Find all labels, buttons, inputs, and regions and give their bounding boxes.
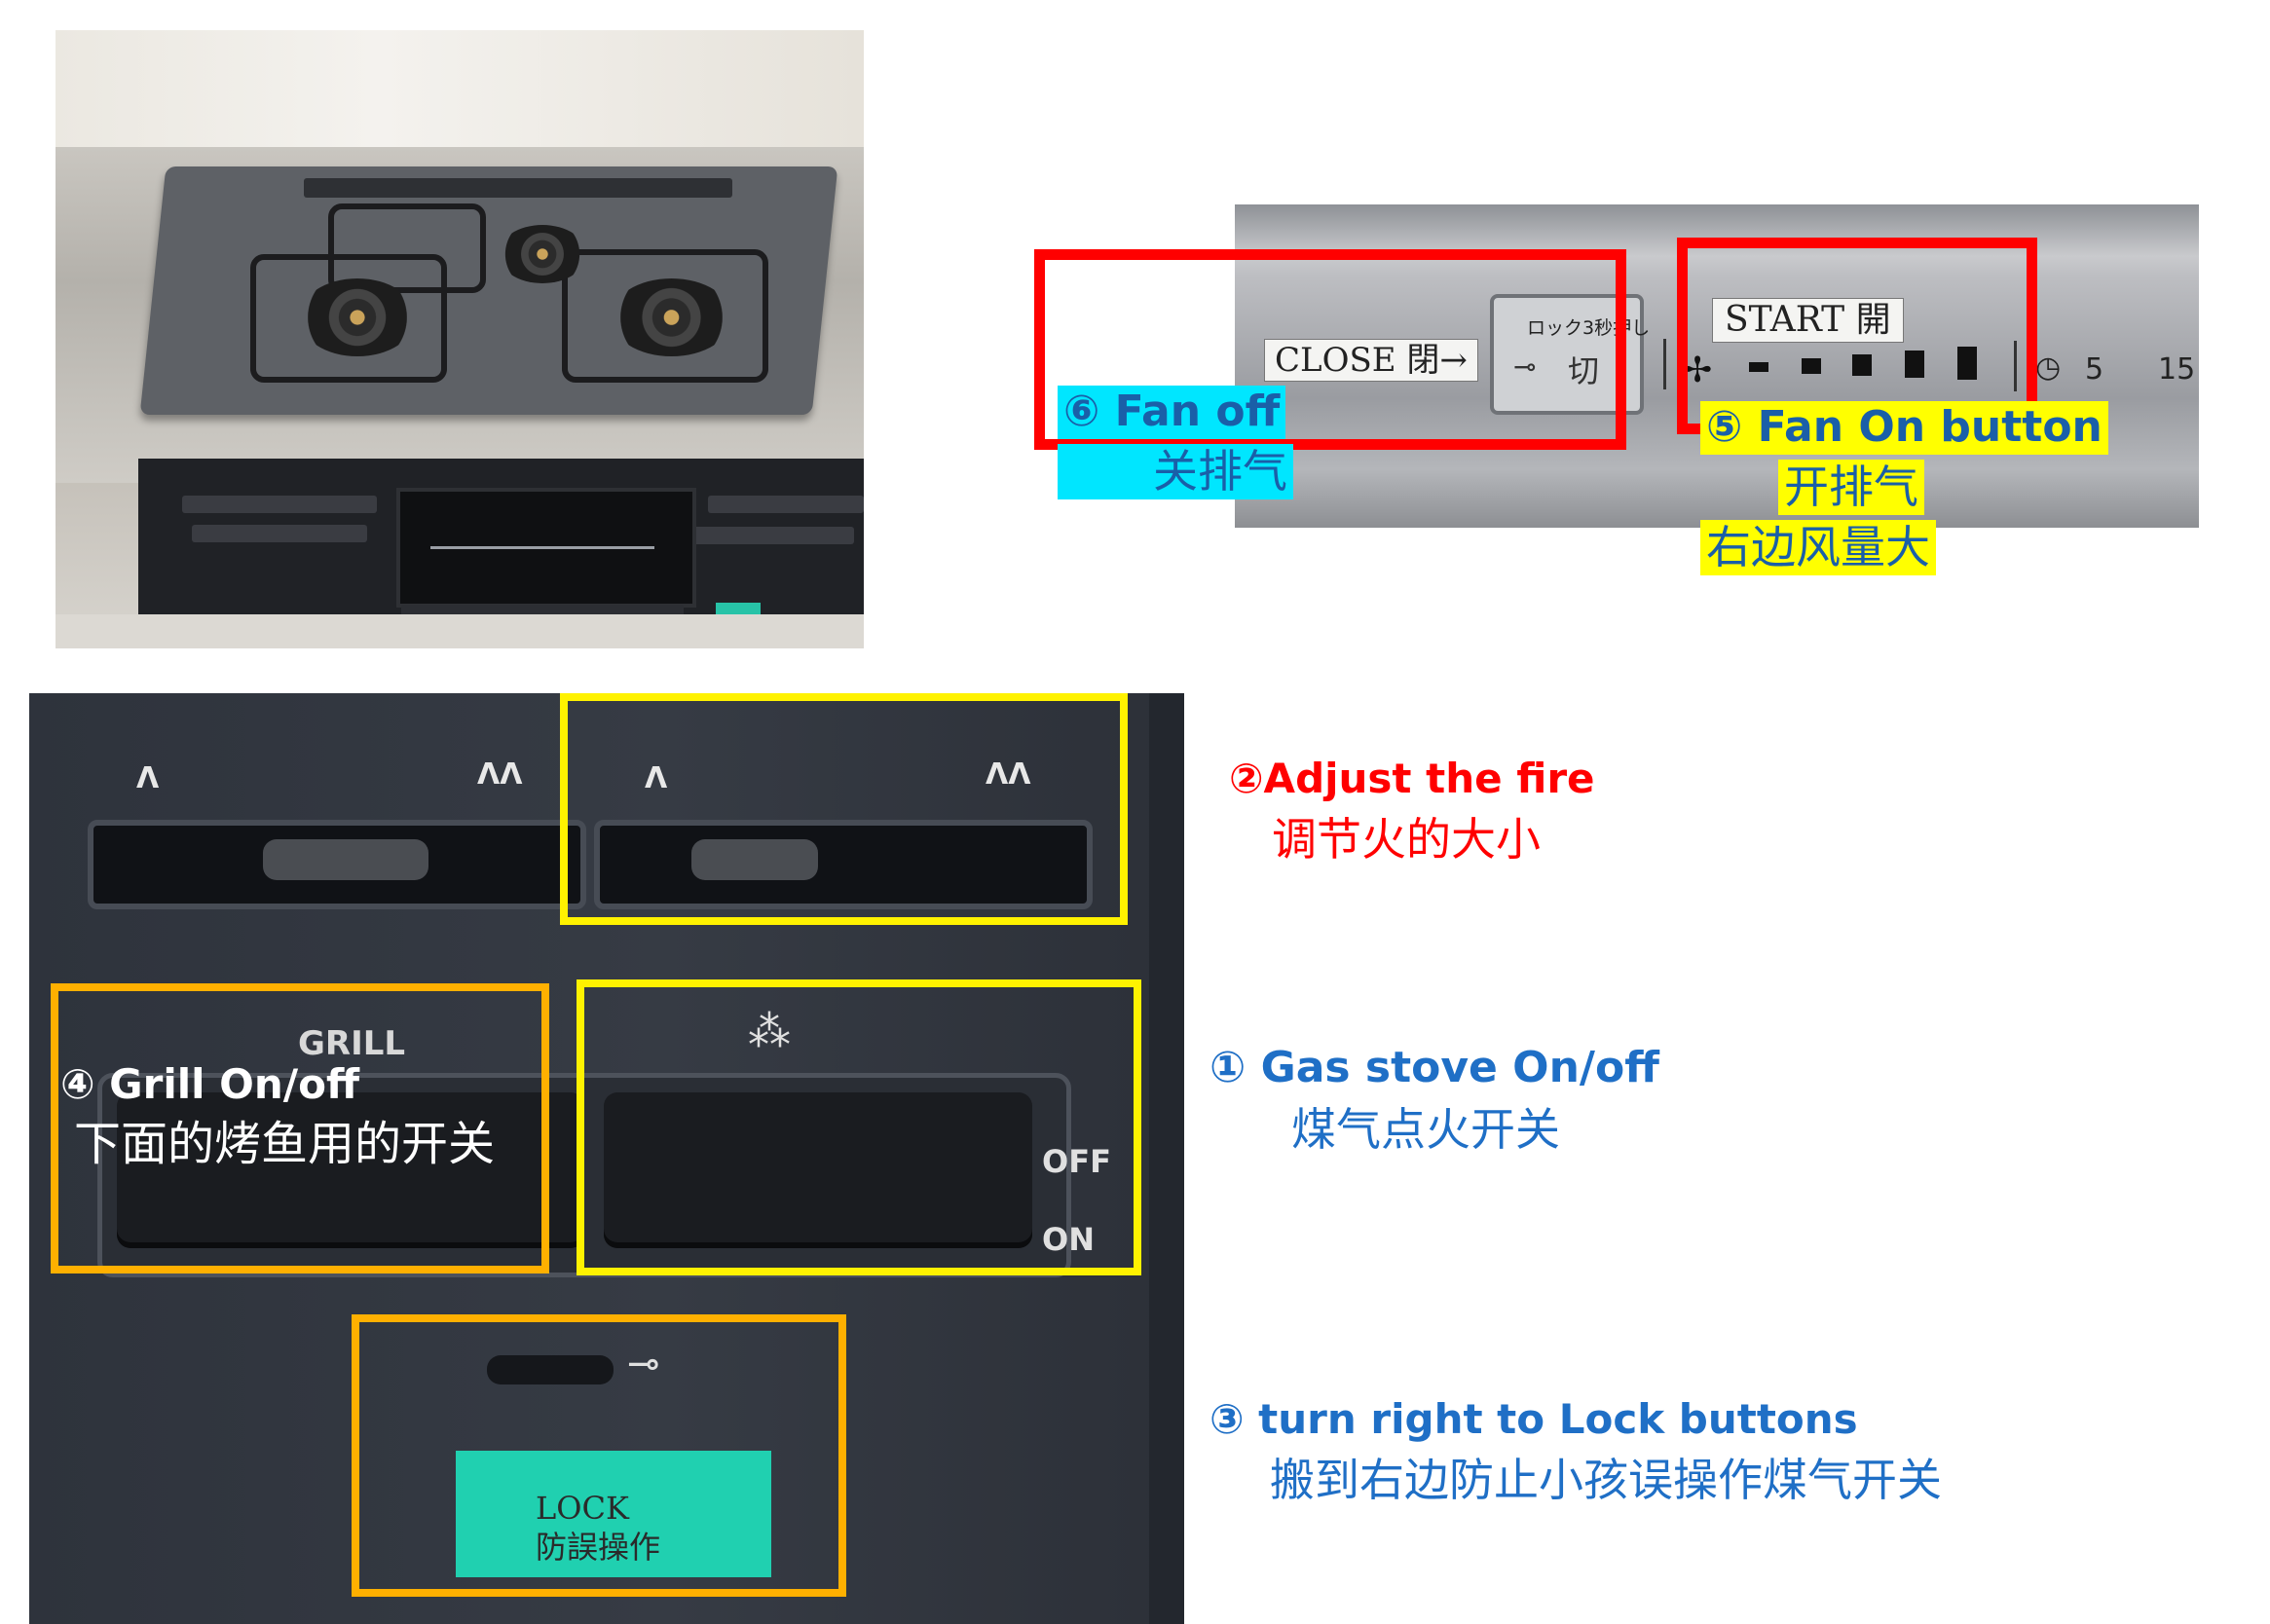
switch-left (192, 525, 367, 542)
burner-right (611, 278, 732, 356)
grill-onoff-label-cn: 下面的烤鱼用的开关 (74, 1117, 496, 1171)
small-flame-icon: ᐱ (645, 761, 668, 795)
lock-lever[interactable] (487, 1355, 614, 1384)
knob-slot-right (708, 496, 864, 513)
fan-level-1-button[interactable] (1749, 362, 1768, 372)
gas-switch-highlight-box (577, 979, 1141, 1275)
hob-vent (304, 178, 732, 198)
lock-sticker-jp: 防誤操作 (536, 1529, 661, 1566)
off-label: OFF (1042, 1143, 1111, 1180)
stove-overview-photo (56, 30, 864, 648)
divider (2014, 341, 2017, 391)
adjust-fire-label: ②Adjust the fire (1229, 755, 1595, 802)
kitchen-wall (56, 30, 864, 157)
gas-onoff-label-cn: 煤气点火开关 (1291, 1103, 1560, 1156)
start-label: START 開 (1712, 298, 1904, 343)
fan-icon: ✢ (1683, 351, 1713, 390)
fan-off-label-cn: 关排气 (1058, 444, 1293, 499)
fire-slider-slot-right (594, 820, 1093, 909)
off-button[interactable]: 切 (1568, 352, 1600, 389)
timer-15[interactable]: 15 (2158, 352, 2196, 387)
grate-right (562, 249, 768, 383)
grate-left (250, 254, 447, 383)
fan-on-label-cn: 开排气 (1778, 460, 1924, 515)
gas-switch[interactable] (604, 1092, 1032, 1248)
fan-level-5-button[interactable] (1957, 347, 1977, 380)
knob-slot-left (182, 496, 377, 513)
burner-back (499, 225, 586, 283)
adjust-fire-label-cn: 调节火的大小 (1272, 813, 1541, 866)
grill-rack (430, 546, 654, 549)
grill-label: GRILL (298, 1024, 406, 1063)
key-icon: ⊸ (627, 1342, 660, 1386)
large-flame-icon: ᐱᐱ (986, 757, 1031, 792)
fan-level-4-button[interactable] (1905, 351, 1924, 378)
fire-lever-left[interactable] (263, 839, 428, 880)
gas-onoff-label: ① Gas stove On/off (1209, 1043, 1659, 1092)
key-icon: ⊸ (1513, 351, 1537, 383)
lock-highlight-box (352, 1314, 846, 1597)
grill-switch[interactable] (117, 1092, 584, 1248)
fan-level-2-button[interactable] (1802, 358, 1821, 374)
fan-off-highlight-box (1034, 249, 1626, 450)
cabinet-base (56, 614, 864, 648)
grill-onoff-label: ④ Grill On/off (60, 1060, 360, 1108)
large-flame-icon: ᐱᐱ (477, 757, 523, 792)
fan-on-label: ⑤ Fan On button (1700, 401, 2108, 455)
lock-sticker: LOCK 防誤操作 (456, 1451, 771, 1577)
lock-label-cn: 搬到右边防止小孩误操作煤气开关 (1270, 1454, 1942, 1506)
fire-lever-right[interactable] (691, 839, 818, 880)
panel-edge (1149, 693, 1184, 1624)
close-label: CLOSE 閉→ (1264, 339, 1478, 382)
burner-left (299, 278, 416, 356)
range-hood-photo: CLOSE 閉→ ロック3秒押し ⊸ 切 START 開 ✢ ◷ 5 15 (1235, 204, 2199, 528)
grate-back (328, 203, 486, 293)
burner-icon: ⁂ (748, 1007, 791, 1056)
on-label: ON (1042, 1221, 1095, 1258)
grill-highlight-box (51, 983, 549, 1273)
fan-on-label-cn-2: 右边风量大 (1700, 520, 1936, 575)
small-flame-icon: ᐱ (136, 761, 160, 795)
clock-icon: ◷ (2035, 351, 2062, 385)
lock-label: ③ turn right to Lock buttons (1209, 1395, 1858, 1443)
lock-sticker-en: LOCK (536, 1490, 629, 1527)
adjust-fire-highlight-box (560, 693, 1128, 925)
switch-right (669, 527, 854, 544)
stove-control-panel-photo: ᐱ ᐱᐱ ᐱ ᐱᐱ GRILL ⁂ OFF ON ⊸ LOCK 防誤操作 (29, 693, 1184, 1624)
fan-level-3-button[interactable] (1852, 354, 1872, 376)
divider (1663, 339, 1666, 389)
fan-off-label: ⑥ Fan off (1058, 386, 1286, 439)
timer-5[interactable]: 5 (2085, 352, 2104, 387)
